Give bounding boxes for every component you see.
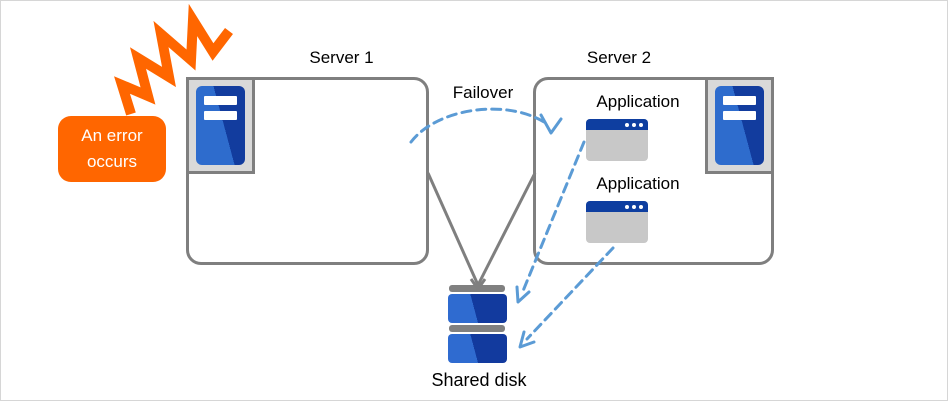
error-callout: An error occurs <box>58 116 166 182</box>
tower-slot-bar <box>204 111 237 120</box>
server-to-disk-connector <box>476 172 537 286</box>
disk-unit <box>448 334 507 363</box>
app-titlebar <box>586 201 648 212</box>
server1-tower-icon <box>186 77 255 174</box>
app-titlebar-dots-icon <box>625 205 643 209</box>
server2-tower-icon <box>705 77 774 174</box>
application-window-icon <box>586 119 648 161</box>
tower-slot-bar <box>723 111 756 120</box>
app-to-disk-arrowhead-icon <box>515 285 531 304</box>
application-label: Application <box>596 92 680 111</box>
server-tower-icon <box>196 86 245 165</box>
disk-unit <box>448 294 507 323</box>
server1-label: Server 1 <box>309 48 374 67</box>
failover-arrow <box>409 107 546 144</box>
app-titlebar <box>586 119 648 130</box>
server2-label: Server 2 <box>586 48 652 67</box>
application-window-icon <box>586 201 648 243</box>
tower-slot-bar <box>204 96 237 105</box>
disk-cap <box>449 325 505 332</box>
app-to-disk-arrowhead-icon <box>518 330 536 349</box>
app-titlebar-dots-icon <box>625 123 643 127</box>
application-label: Application <box>596 174 680 193</box>
tower-slot-bar <box>723 96 756 105</box>
server-to-disk-connector <box>426 172 480 286</box>
disk-cap <box>449 285 505 292</box>
shared-disk-label: Shared disk <box>431 370 527 390</box>
failover-label: Failover <box>452 83 514 102</box>
server-tower-icon <box>715 86 764 165</box>
shared-disk-icon <box>448 285 507 363</box>
